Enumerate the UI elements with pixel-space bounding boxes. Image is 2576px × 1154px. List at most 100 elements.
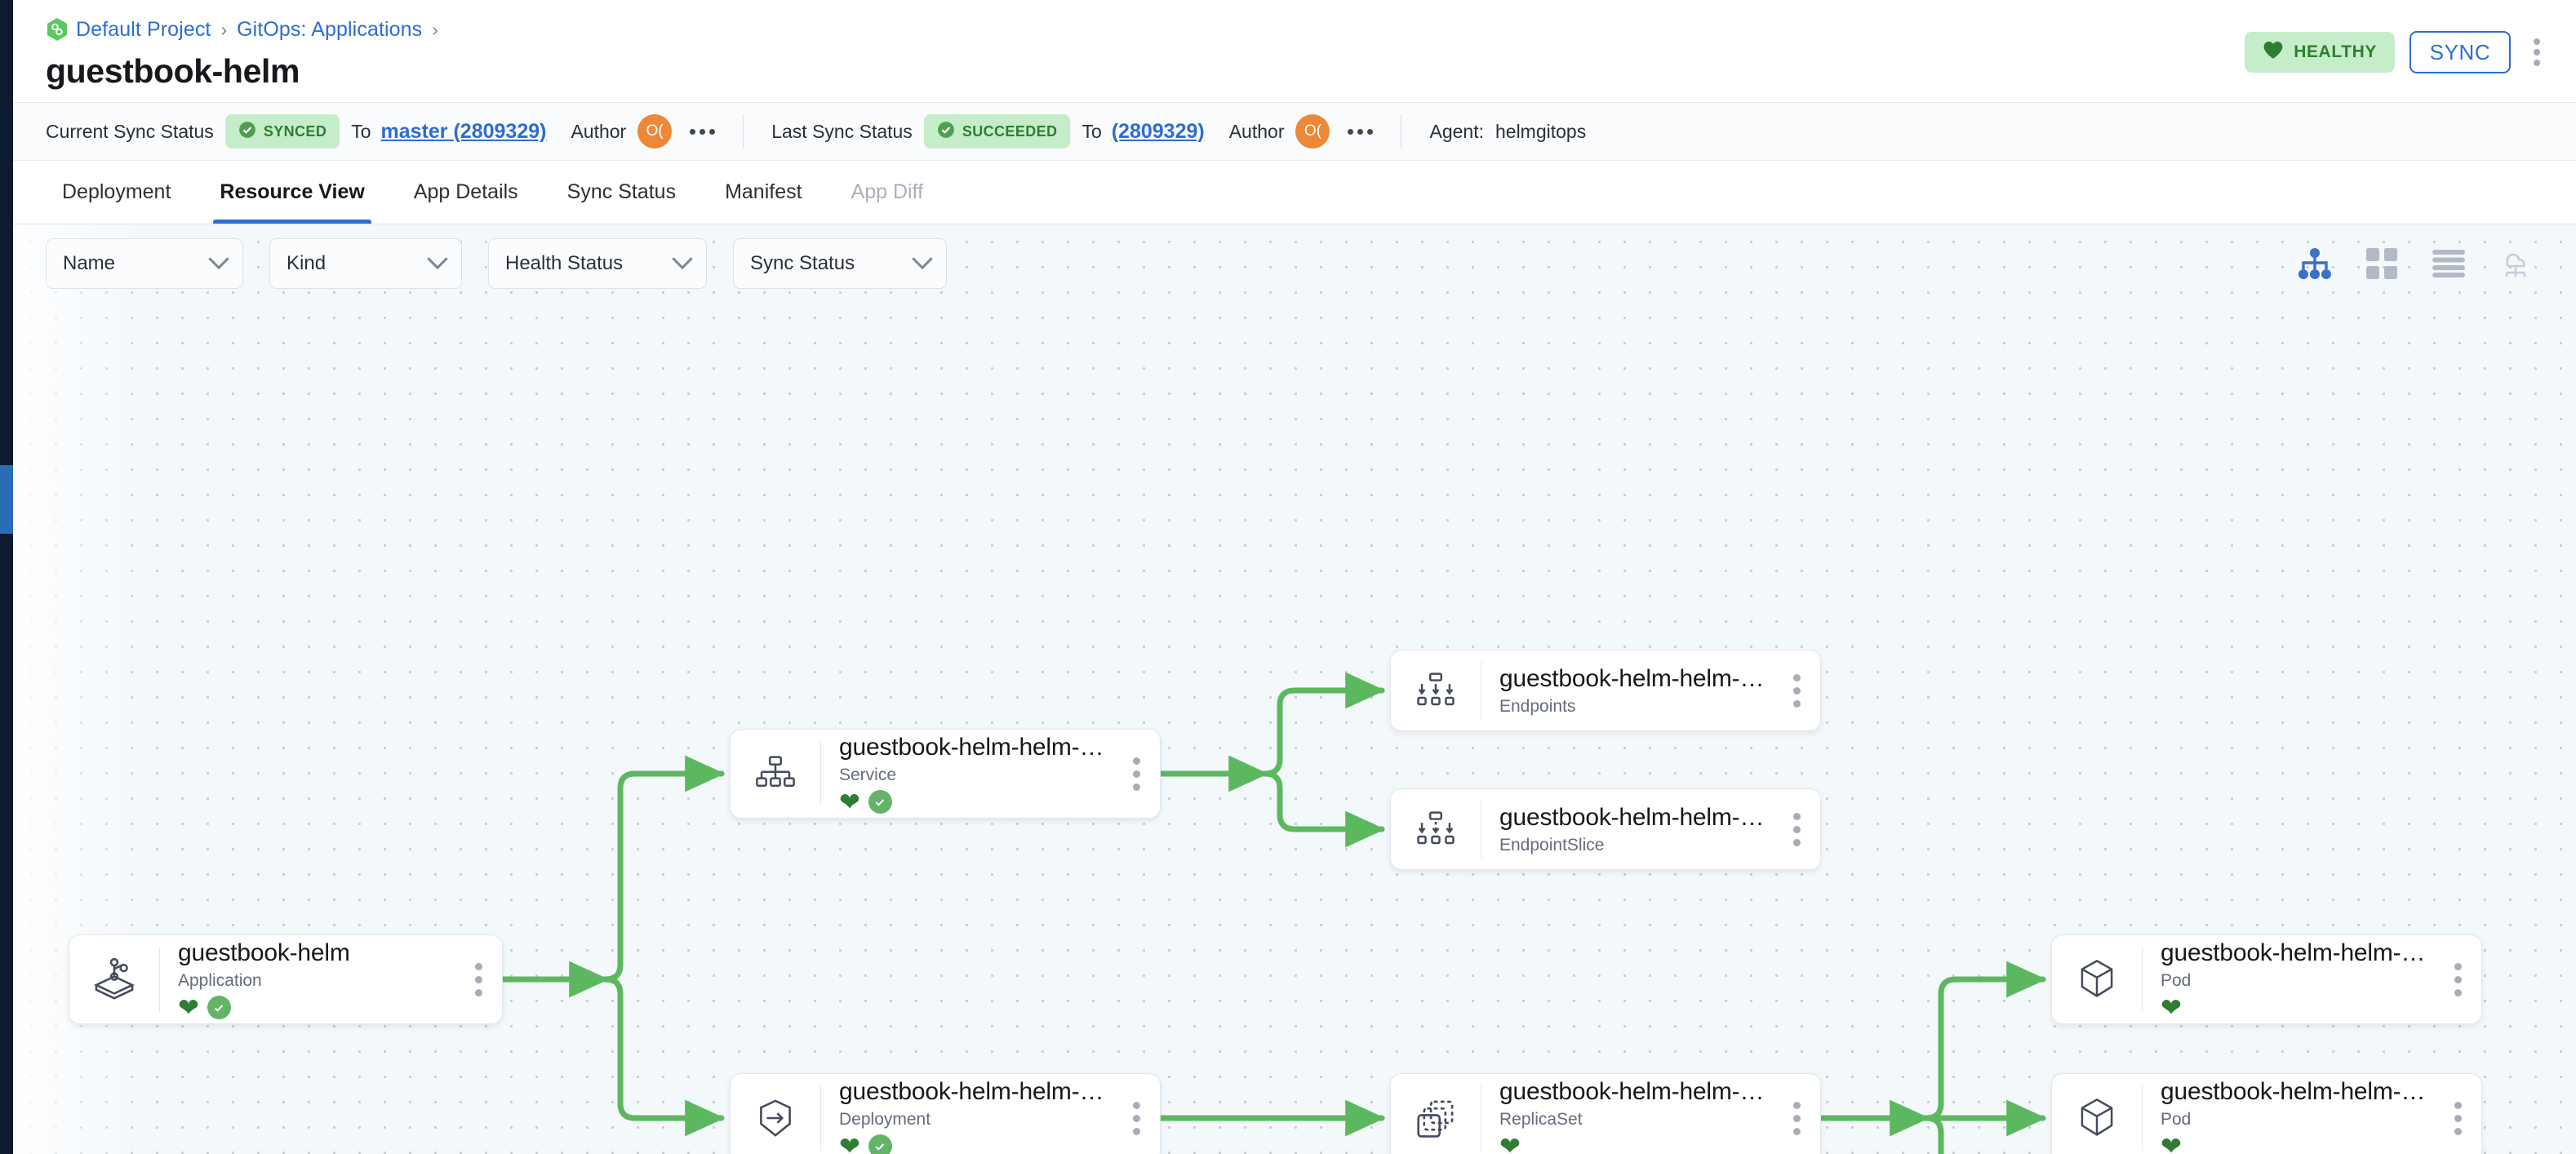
current-revision-link[interactable]: master (2809329) — [380, 119, 547, 143]
sync-button[interactable]: SYNC — [2409, 31, 2511, 73]
kebab-menu-icon[interactable] — [2525, 33, 2548, 71]
graph-node-endpoints[interactable]: guestbook-helm-helm-g... Endpoints — [1390, 650, 1821, 731]
pod-icon — [2052, 1097, 2142, 1139]
avatar[interactable]: O( — [637, 114, 673, 149]
filter-bar: Name Kind Health Status Sync Status — [13, 224, 2576, 303]
breadcrumb-item-gitops-applications[interactable]: GitOps: Applications — [237, 17, 423, 41]
node-body: guestbook-helm Application ❤ — [160, 939, 455, 1022]
breadcrumb-separator: › — [432, 18, 438, 40]
resource-graph-canvas[interactable]: Name Kind Health Status Sync Status — [13, 224, 2576, 1154]
current-author-label: Author — [571, 120, 627, 142]
resource-tree: guestbook-helm Application ❤ — [13, 224, 2576, 1154]
chevron-down-icon — [912, 248, 933, 270]
list-view-icon[interactable] — [2431, 246, 2467, 282]
page-title: guestbook-helm — [46, 52, 300, 90]
node-status-badges: ❤ — [2161, 1134, 2434, 1154]
node-kebab-menu-icon[interactable] — [1773, 1101, 1820, 1135]
divider — [743, 114, 744, 149]
tree-view-icon[interactable] — [2297, 246, 2333, 282]
divider — [159, 947, 160, 1012]
node-body: guestbook-helm-helm-g... Endpoints — [1481, 665, 1773, 717]
node-status-badges: ❤ — [178, 993, 455, 1022]
health-heart-icon: ❤ — [178, 993, 199, 1022]
pod-icon — [2052, 958, 2142, 1001]
node-kebab-menu-icon[interactable] — [1113, 1101, 1160, 1135]
node-status-badges: ❤ — [2161, 993, 2434, 1022]
graph-node-deployment[interactable]: guestbook-helm-helm-g... Deployment ❤ — [730, 1073, 1161, 1154]
graph-node-application[interactable]: guestbook-helm Application ❤ — [69, 934, 503, 1024]
divider — [2142, 1085, 2143, 1151]
current-to-label: To — [351, 120, 371, 142]
node-status-badges: ❤ — [839, 788, 1113, 816]
check-circle-icon — [937, 121, 955, 143]
graph-node-pod-2[interactable]: guestbook-helm-helm-g... Pod ❤ — [2051, 1073, 2482, 1154]
argo-logo-icon — [46, 17, 69, 42]
grid-view-icon[interactable] — [2364, 246, 2400, 282]
current-sync-status-chip: SYNCED — [224, 114, 340, 149]
sync-check-icon — [207, 996, 231, 1019]
last-revision-link[interactable]: (2809329) — [1111, 119, 1205, 143]
page-header: Default Project › GitOps: Applications ›… — [13, 0, 2576, 102]
node-body: guestbook-helm-helm-g... Pod ❤ — [2143, 939, 2434, 1022]
deployment-icon — [731, 1097, 820, 1139]
replicaset-icon — [1391, 1098, 1481, 1138]
node-body: guestbook-helm-helm-g... ReplicaSet ❤ — [1481, 1078, 1773, 1154]
left-nav-rail[interactable] — [0, 0, 13, 1154]
node-body: guestbook-helm-helm-g... Service ❤ — [821, 734, 1113, 816]
node-body: guestbook-helm-helm-g... Pod ❤ — [2143, 1078, 2434, 1154]
node-name: guestbook-helm-helm-g... — [1499, 803, 1773, 831]
health-heart-icon: ❤ — [839, 788, 860, 816]
service-icon — [731, 754, 820, 793]
node-kebab-menu-icon[interactable] — [1113, 757, 1160, 791]
node-kebab-menu-icon[interactable] — [1773, 812, 1820, 846]
sync-status-bar: Current Sync Status SYNCED To master (28… — [13, 102, 2576, 161]
ellipsis-icon[interactable] — [690, 128, 716, 135]
tab-deployment[interactable]: Deployment — [62, 180, 171, 203]
status-badge-health-label: HEALTHY — [2294, 42, 2377, 61]
node-kind: EndpointSlice — [1499, 835, 1605, 854]
heart-icon — [2263, 40, 2284, 64]
sync-check-icon — [868, 790, 892, 814]
tab-app-details[interactable]: App Details — [413, 180, 518, 203]
tab-resource-view[interactable]: Resource View — [195, 161, 389, 224]
breadcrumb-item-default-project[interactable]: Default Project — [76, 17, 211, 41]
network-view-icon[interactable] — [2498, 246, 2534, 282]
filter-kind[interactable]: Kind — [269, 238, 462, 289]
ellipsis-icon[interactable] — [1348, 128, 1374, 135]
node-kind: ReplicaSet — [1499, 1109, 1583, 1129]
filter-sync-status-label: Sync Status — [750, 252, 855, 274]
tab-bar: Deployment Resource View App Details Syn… — [13, 161, 2576, 224]
check-circle-icon — [238, 121, 256, 143]
filter-name[interactable]: Name — [46, 238, 243, 289]
filter-health-status[interactable]: Health Status — [488, 238, 707, 289]
chevron-down-icon — [672, 248, 693, 270]
tab-manifest[interactable]: Manifest — [725, 180, 802, 203]
breadcrumb-separator: › — [220, 18, 228, 40]
divider — [820, 741, 821, 806]
agent-value: helmgitops — [1495, 120, 1587, 142]
divider — [820, 1085, 821, 1151]
node-kebab-menu-icon[interactable] — [1773, 673, 1820, 708]
chevron-down-icon — [208, 248, 229, 270]
main-column: Default Project › GitOps: Applications ›… — [13, 0, 2576, 1154]
graph-node-pod-1[interactable]: guestbook-helm-helm-g... Pod ❤ — [2051, 934, 2482, 1024]
avatar[interactable]: O( — [1295, 114, 1330, 149]
last-sync-status-label: Last Sync Status — [771, 120, 913, 142]
tab-sync-status[interactable]: Sync Status — [566, 180, 677, 203]
node-kebab-menu-icon[interactable] — [455, 962, 502, 996]
graph-node-replicaset[interactable]: guestbook-helm-helm-g... ReplicaSet ❤ — [1390, 1073, 1821, 1154]
rail-active-indicator — [0, 465, 13, 534]
endpointslice-icon — [1391, 810, 1481, 849]
node-kebab-menu-icon[interactable] — [2434, 962, 2481, 996]
health-heart-icon: ❤ — [2161, 993, 2182, 1022]
last-sync-status-chip: SUCCEEDED — [923, 114, 1071, 149]
filter-sync-status[interactable]: Sync Status — [733, 238, 947, 289]
last-to-label: To — [1081, 120, 1102, 142]
tab-app-diff: App Diff — [851, 180, 924, 203]
node-kebab-menu-icon[interactable] — [2434, 1101, 2481, 1135]
node-status-badges: ❤ — [1499, 1134, 1773, 1154]
graph-node-endpointslice[interactable]: guestbook-helm-helm-g... EndpointSlice — [1390, 788, 1821, 870]
chevron-down-icon — [427, 248, 448, 270]
graph-node-service[interactable]: guestbook-helm-helm-g... Service ❤ — [730, 729, 1161, 819]
